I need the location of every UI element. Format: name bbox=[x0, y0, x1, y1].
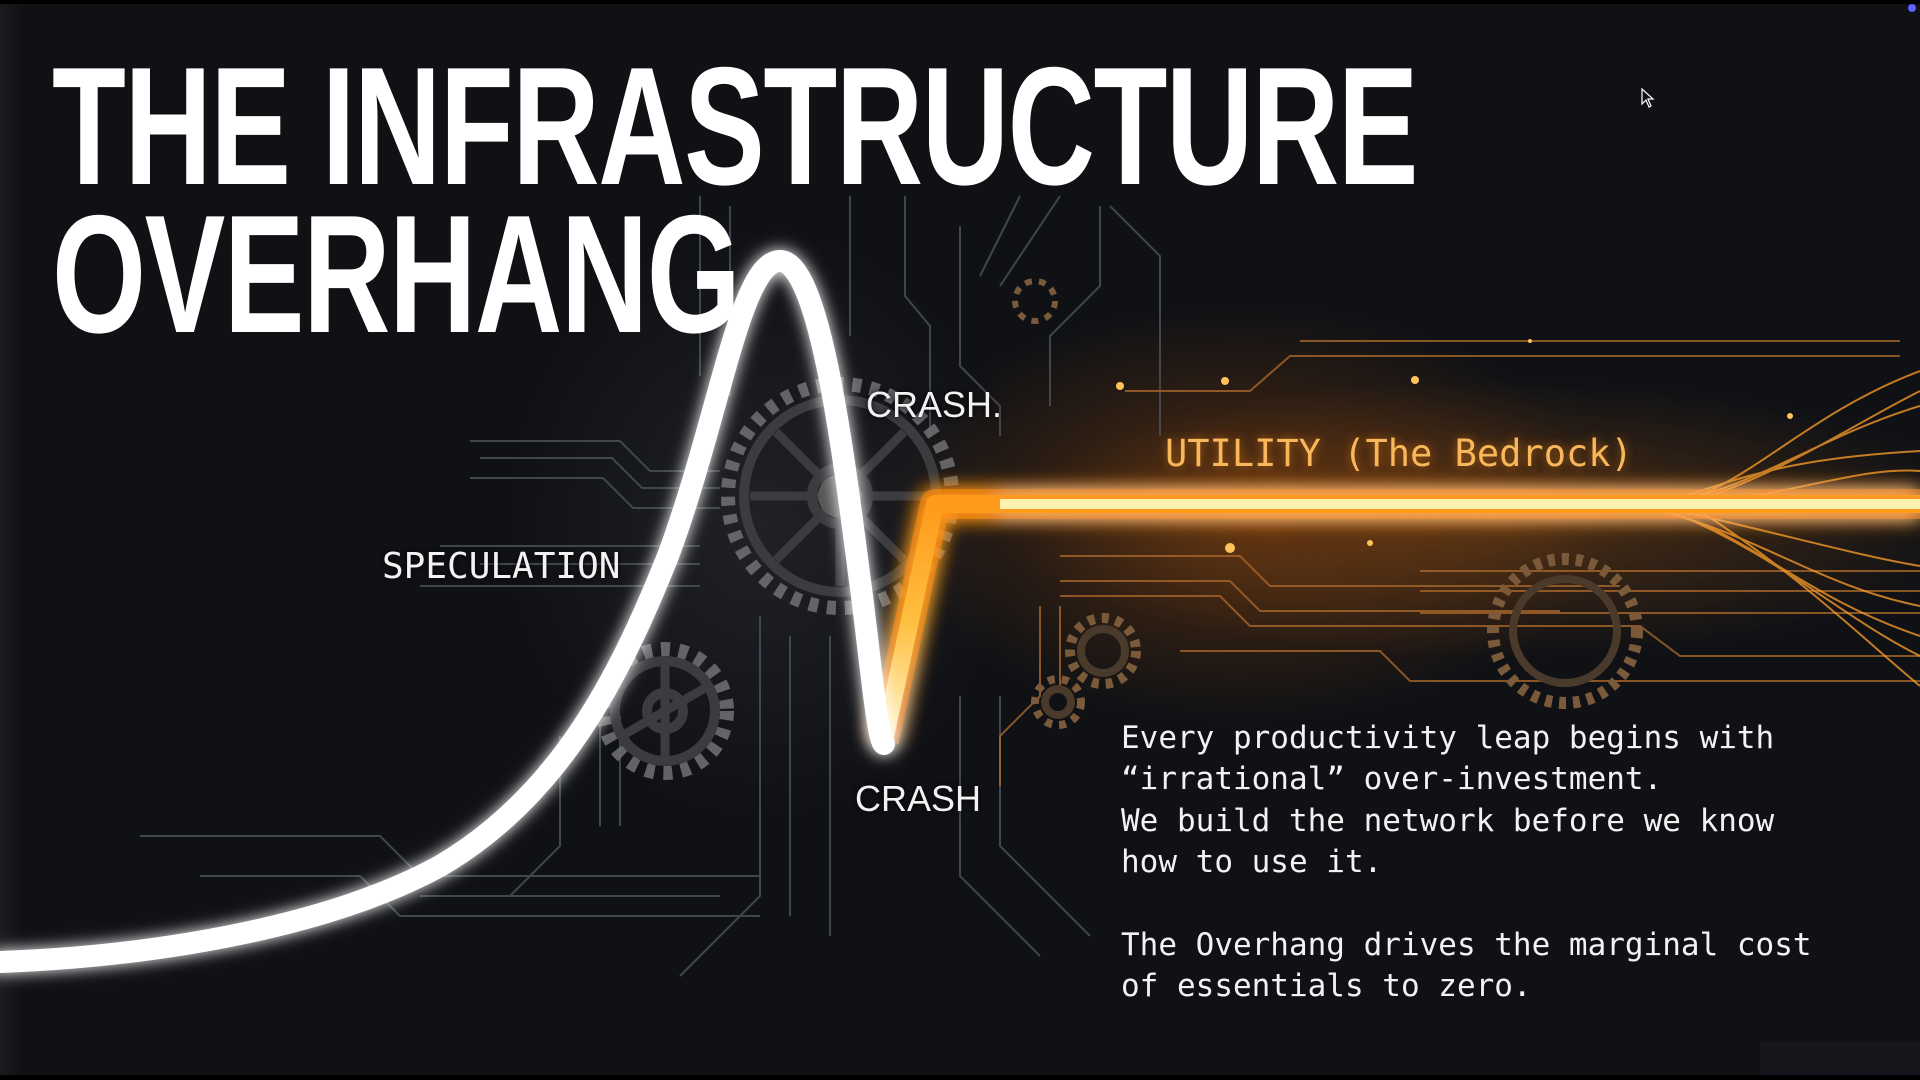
title-line-2: OVERHANG bbox=[52, 180, 741, 368]
paragraph-spacer bbox=[1121, 884, 1911, 925]
status-dot-icon bbox=[1908, 4, 1916, 12]
page-title: THE INFRASTRUCTURE OVERHANG bbox=[52, 32, 1419, 368]
gear-icon bbox=[1012, 278, 1643, 729]
body-line: We build the network before we know bbox=[1121, 802, 1775, 839]
spark-dots bbox=[1116, 339, 1793, 553]
slide bbox=[0, 4, 1920, 1075]
background-glow bbox=[0, 4, 1920, 1075]
body-line: “irrational” over-investment. bbox=[1121, 761, 1663, 798]
crash-trough-label: CRASH bbox=[855, 778, 982, 819]
crash-peak-label: CRASH. bbox=[866, 384, 1003, 425]
presentation-control-bar[interactable] bbox=[1760, 1042, 1920, 1075]
utility-bedrock-line bbox=[869, 489, 1920, 745]
speculation-curve bbox=[0, 249, 895, 973]
bottom-border bbox=[0, 1075, 1920, 1080]
body-text: Every productivity leap begins with “irr… bbox=[1121, 718, 1911, 1007]
body-line: how to use it. bbox=[1121, 844, 1383, 881]
title-line-1: THE INFRASTRUCTURE bbox=[52, 32, 1419, 220]
speculation-label: SPECULATION bbox=[382, 546, 621, 587]
mouse-pointer-icon bbox=[1641, 88, 1655, 108]
body-line: The Overhang drives the marginal cost bbox=[1121, 926, 1812, 963]
utility-bedrock-label: UTILITY (The Bedrock) bbox=[1165, 432, 1633, 475]
body-line: of essentials to zero. bbox=[1121, 968, 1532, 1005]
body-line: Every productivity leap begins with bbox=[1121, 720, 1775, 756]
